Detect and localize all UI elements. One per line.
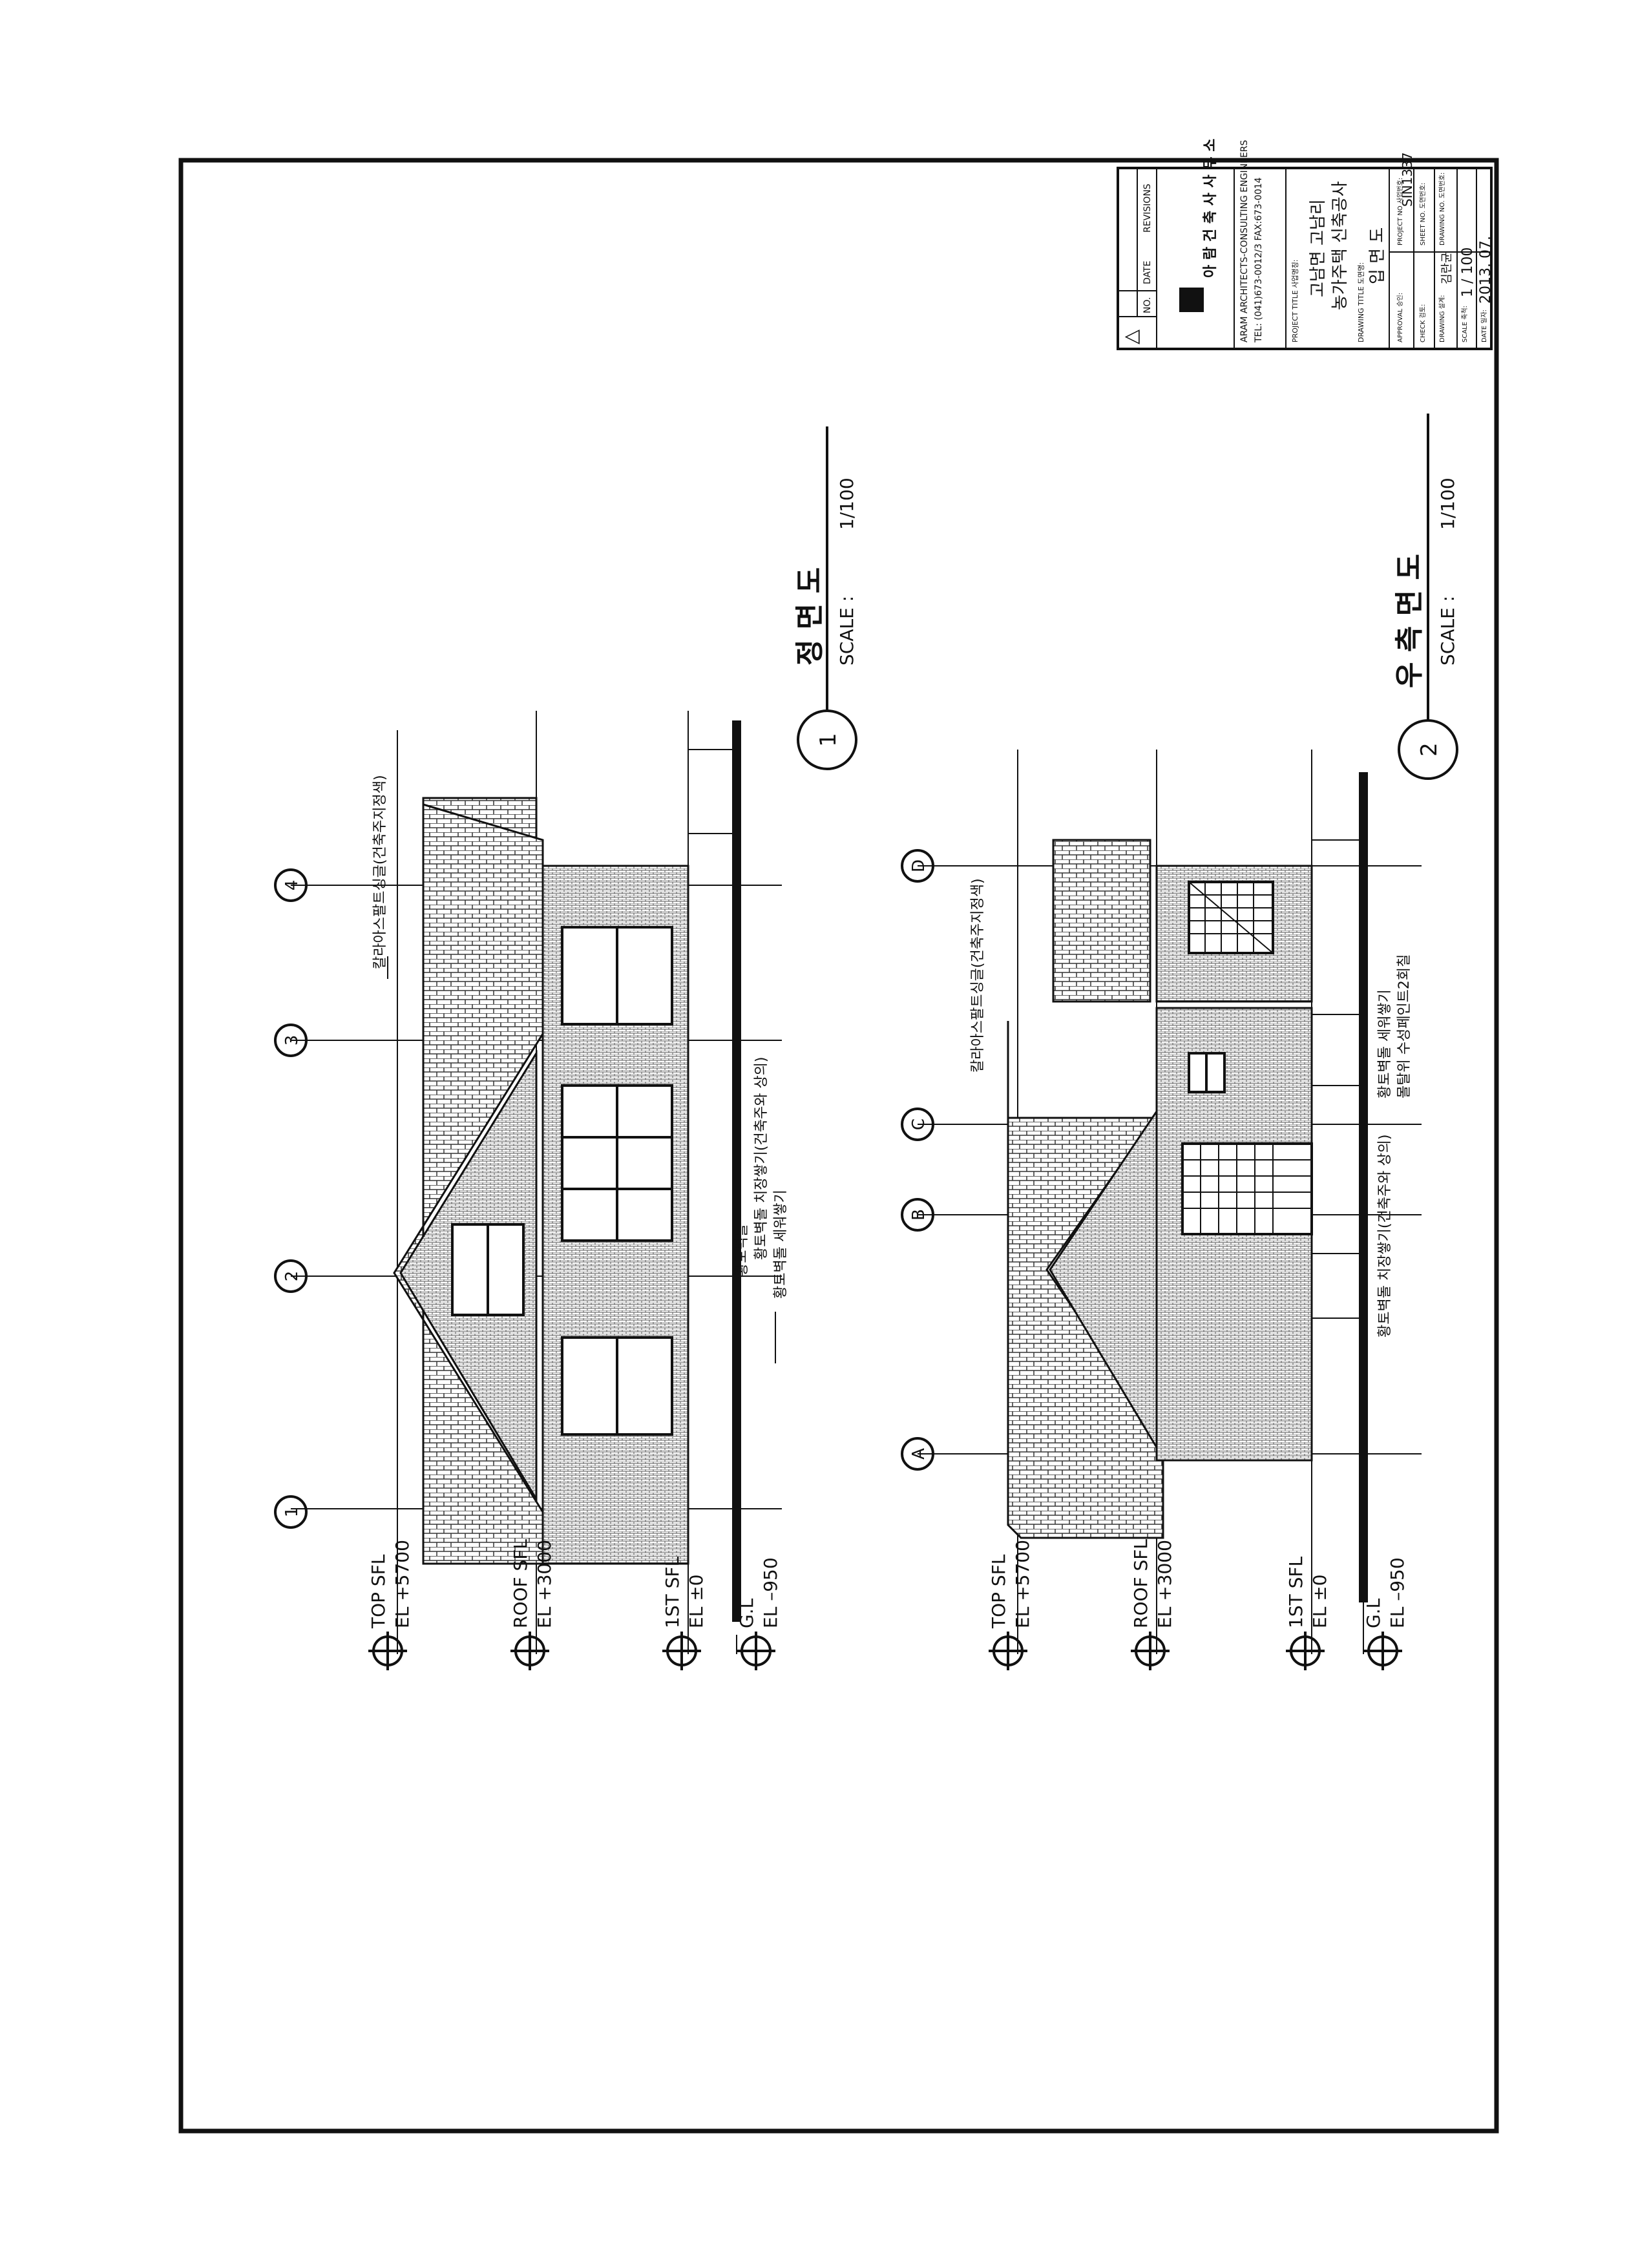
right-scale-label: SCALE : xyxy=(1437,596,1458,666)
right-level-1st-value: EL ±0 xyxy=(1309,1575,1330,1628)
title-block: △ NO. DATE REVISIONS 아 람 건 축 사 사 무 소 ARA… xyxy=(1117,138,1494,350)
project-no: SIN1337 xyxy=(1400,152,1415,207)
sheet-no-label: SHEET NO. 도면번호: xyxy=(1419,183,1427,246)
drawing-label: DRAWING 설계: xyxy=(1438,295,1446,342)
right-scale-value: 1/100 xyxy=(1437,478,1458,530)
right-note-wall3: 몰탈위 수성페인트2회칠 xyxy=(1396,954,1413,1098)
front-level-gl-name: G.L xyxy=(736,1598,757,1628)
firm-name-kr: 아 람 건 축 사 사 무 소 xyxy=(1203,138,1219,278)
firm-name-en: ARAM ARCHITECTS-CONSULTING ENGINEERS xyxy=(1239,140,1250,342)
right-level-top-value: EL +5700 xyxy=(1012,1540,1033,1628)
check-label: CHECK 검토: xyxy=(1419,304,1427,342)
right-note-wall2: 황토벽돌 세워쌓기 xyxy=(1377,989,1393,1098)
project-title-line2: 농가주택 신축공사 xyxy=(1330,181,1350,310)
drawing-title: 입 면 도 xyxy=(1368,227,1387,284)
front-elevation: 1 2 3 4 칼라아스팔트싱글(건축주지정색) 황토벽돌 치장쌓기(건축주와 … xyxy=(274,426,857,1654)
front-scale-value: 1/100 xyxy=(836,478,857,530)
date-label-2: DATE 일자: xyxy=(1480,310,1488,342)
front-level-1st-value: EL ±0 xyxy=(686,1575,707,1628)
drawn-by: 김란균 xyxy=(1440,252,1454,284)
right-level-roof-name: ROOF SFL xyxy=(1130,1539,1151,1628)
right-grid-bubbles: A B C D xyxy=(901,849,934,1471)
right-grid-d: D xyxy=(909,859,929,872)
right-level-top-name: TOP SFL xyxy=(988,1554,1009,1629)
right-grid-c: C xyxy=(909,1118,929,1130)
right-elevation: A B C D 칼라아스팔트싱글(건축주지정색) 황토벽돌 치장쌓기(건축주와 … xyxy=(901,414,1458,1654)
front-note-wall3: 황토벽돌 xyxy=(734,1224,750,1276)
front-grid-1: 1 xyxy=(282,1507,302,1518)
project-title-line1: 고남면 고남리 xyxy=(1308,199,1328,297)
front-scale-label: SCALE : xyxy=(836,596,857,666)
revision-symbol: △ xyxy=(1120,330,1142,344)
right-note-wall1: 황토벽돌 치장쌓기(건축주와 상의) xyxy=(1377,1134,1393,1338)
right-level-1st-name: 1ST SFL xyxy=(1285,1557,1307,1628)
right-level-gl-value: EL –950 xyxy=(1387,1557,1408,1628)
front-note-wall2: 황토벽돌 세워쌓기 xyxy=(773,1190,789,1299)
right-window-3 xyxy=(1181,1142,1313,1235)
front-note-wall1: 황토벽돌 치장쌓기(건축주와 상의) xyxy=(753,1056,770,1260)
date-label: DATE xyxy=(1142,261,1153,284)
scale-value: 1 / 100 xyxy=(1460,247,1476,297)
right-grid-a: A xyxy=(909,1448,929,1460)
front-title-number: 1 xyxy=(815,733,841,747)
front-window-3 xyxy=(451,1223,525,1316)
front-grid-3: 3 xyxy=(282,1035,302,1046)
right-roof xyxy=(1007,1021,1164,1539)
right-level-gl-name: G.L xyxy=(1363,1598,1384,1628)
front-level-gl-value: EL –950 xyxy=(760,1557,781,1628)
front-level-roof-value: EL +3000 xyxy=(534,1540,555,1628)
right-grid-b: B xyxy=(909,1209,929,1221)
front-grid-4: 4 xyxy=(282,880,302,891)
right-note-roof: 칼라아스팔트싱글(건축주지정색) xyxy=(970,878,986,1073)
sheet-border xyxy=(178,158,1499,2134)
right-title-number: 2 xyxy=(1416,742,1442,757)
front-level-1st-name: 1ST SFL xyxy=(662,1557,683,1628)
revisions-label: REVISIONS xyxy=(1142,184,1153,233)
firm-tel: TEL: (041)673-0012/3 FAX:673-0014 xyxy=(1254,177,1264,343)
front-level-top-value: EL +5700 xyxy=(392,1540,413,1628)
front-grid-2: 2 xyxy=(282,1271,302,1282)
right-window-1 xyxy=(1188,881,1274,954)
project-no-label: PROJECT NO 사업번호: xyxy=(1396,178,1404,246)
right-title: 우 측 면 도 xyxy=(1393,554,1426,688)
front-note-roof: 칼라아스팔트싱글(건축주지정색) xyxy=(372,775,388,969)
project-title-label: PROJECT TITLE 사업명칭: xyxy=(1291,260,1299,342)
front-window-2 xyxy=(561,1084,673,1242)
front-window-1 xyxy=(561,926,673,1025)
no-label: NO. xyxy=(1142,297,1153,313)
date-value: 2013. 07. xyxy=(1478,236,1494,304)
right-window-2 xyxy=(1188,1052,1226,1093)
level-markers-front: TOP SFL EL +5700 ROOF SFL EL +3000 1ST S… xyxy=(368,1539,781,1670)
drawing-no-label: DRAWING NO. 도면번호: xyxy=(1438,173,1446,246)
front-level-roof-name: ROOF SFL xyxy=(510,1539,531,1628)
scale-label: SCALE 축척: xyxy=(1461,306,1469,342)
front-grid-bubbles: 1 2 3 4 xyxy=(274,868,308,1529)
drawing-title-label: DRAWING TITLE 도면명: xyxy=(1357,262,1365,342)
front-title: 정 면 도 xyxy=(793,567,826,666)
right-level-roof-value: EL +3000 xyxy=(1154,1540,1175,1628)
approval-label: APPROVAL 승인: xyxy=(1396,293,1404,342)
front-window-4 xyxy=(561,1336,673,1436)
front-level-top-name: TOP SFL xyxy=(368,1554,389,1629)
level-markers-right: TOP SFL EL +5700 ROOF SFL EL +3000 1ST S… xyxy=(988,1539,1408,1670)
